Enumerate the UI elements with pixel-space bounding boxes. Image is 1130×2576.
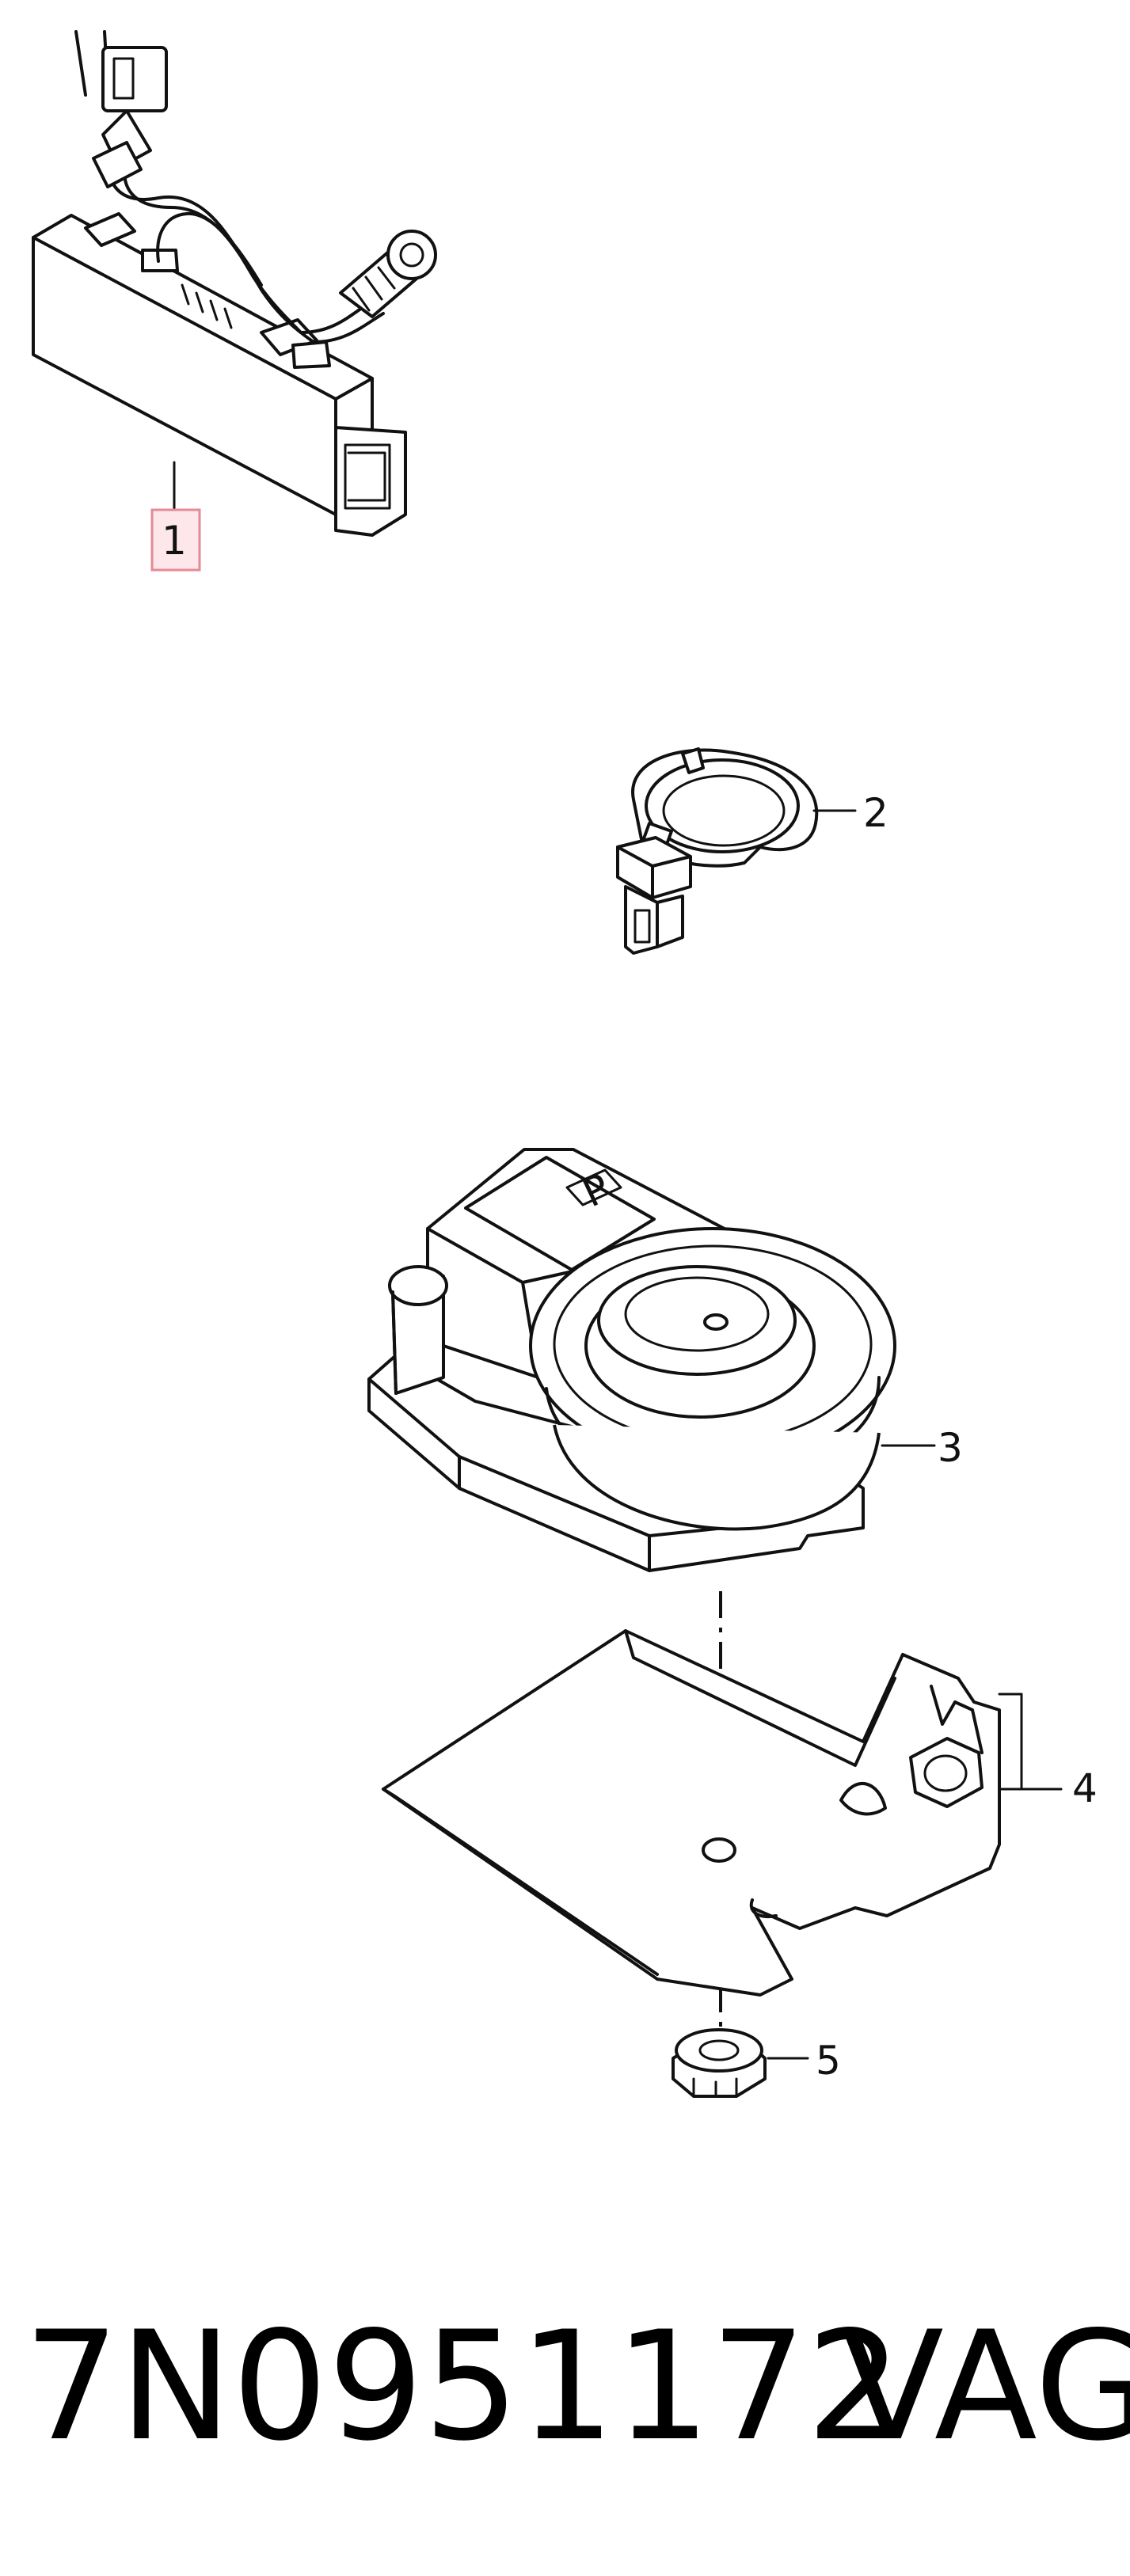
control-module-part-1: [32, 30, 437, 537]
callout-1[interactable]: 1: [162, 518, 187, 564]
flange-nut-part-5: [672, 2028, 767, 2098]
ring-bracket-part-2: [616, 747, 819, 955]
callout-1-highlight: [150, 508, 201, 572]
callout-3[interactable]: 3: [938, 1425, 963, 1471]
brand-name: VAG: [841, 2299, 1130, 2474]
mounting-bracket-part-4: [382, 1629, 1001, 1997]
callout-5[interactable]: 5: [816, 2038, 841, 2084]
part-number: 7N0951172: [24, 2299, 902, 2474]
leader-line-4: [998, 1693, 1063, 1791]
callout-2[interactable]: 2: [863, 790, 888, 836]
callout-4[interactable]: 4: [1072, 1765, 1098, 1811]
horn-part-3: P: [367, 1148, 896, 1572]
